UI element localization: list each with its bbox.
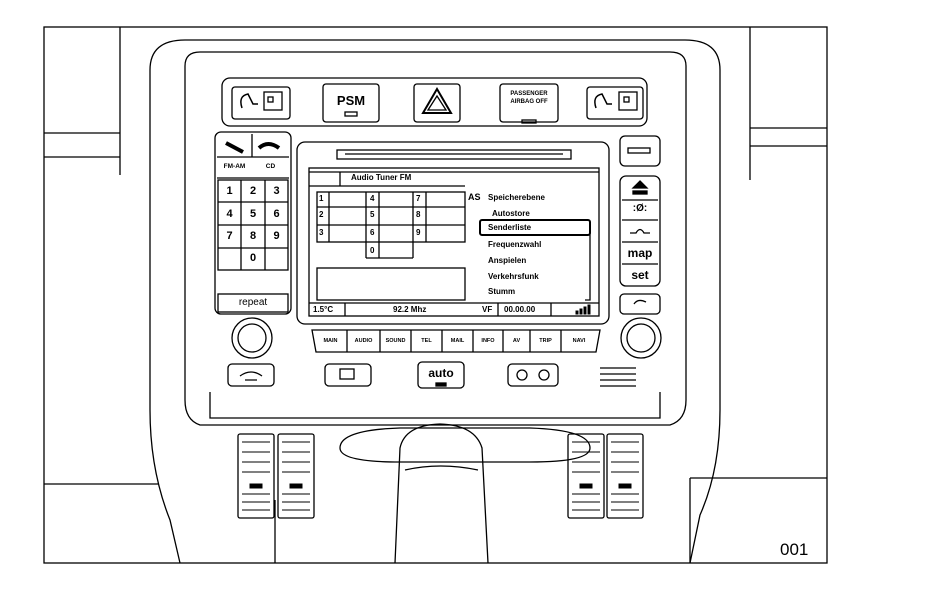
preset-5[interactable]: 5 xyxy=(370,210,375,219)
set-button[interactable]: set xyxy=(631,268,649,282)
air-vent-right-inner[interactable] xyxy=(568,434,604,518)
passenger-airbag-off-indicator: PASSENGER AIRBAG OFF xyxy=(500,91,558,105)
function-key-av[interactable]: AV xyxy=(512,338,521,344)
seat-heater-right-button[interactable] xyxy=(587,87,643,119)
auto-climate-button[interactable]: auto xyxy=(428,366,454,380)
key-6[interactable]: 6 xyxy=(273,208,280,220)
status-time: 00.00.00 xyxy=(504,305,536,314)
seat-heater-left-button[interactable] xyxy=(232,87,290,119)
key-7[interactable]: 7 xyxy=(226,230,233,242)
menu-item-speicherebene[interactable]: Speicherebene xyxy=(488,193,545,202)
menu-item-senderliste[interactable]: Senderliste xyxy=(488,223,532,232)
figure-number: 001 xyxy=(780,540,809,559)
status-vf: VF xyxy=(482,305,493,314)
hazard-button[interactable] xyxy=(414,84,460,122)
as-label: AS xyxy=(468,192,481,202)
preset-3[interactable]: 3 xyxy=(319,228,324,237)
status-frequency: 92.2 Mhz xyxy=(393,305,427,314)
menu-item-frequenzwahl[interactable]: Frequenzwahl xyxy=(488,240,542,249)
function-key-tel[interactable]: TEL xyxy=(421,338,432,344)
preset-2[interactable]: 2 xyxy=(319,210,324,219)
screen-title: Audio Tuner FM xyxy=(351,173,412,182)
defrost-button[interactable] xyxy=(228,364,274,386)
cd-button[interactable]: CD xyxy=(265,163,276,170)
key-3[interactable]: 3 xyxy=(273,185,280,197)
preset-0[interactable]: 0 xyxy=(370,246,375,255)
phone-hangup-button[interactable] xyxy=(253,134,289,156)
function-key-sound[interactable]: SOUND xyxy=(385,338,406,344)
function-key-main[interactable]: MAIN xyxy=(323,338,338,344)
preset-1[interactable]: 1 xyxy=(319,194,324,203)
function-key-info[interactable]: INFO xyxy=(481,338,495,344)
key-0[interactable]: 0 xyxy=(249,252,257,264)
key-8[interactable]: 8 xyxy=(249,230,257,242)
preset-4[interactable]: 4 xyxy=(370,194,375,203)
minus-button[interactable] xyxy=(620,136,660,166)
key-2[interactable]: 2 xyxy=(249,185,257,197)
right-rotary-knob[interactable] xyxy=(621,318,661,358)
preset-9[interactable]: 9 xyxy=(416,228,421,237)
air-vent-left-inner[interactable] xyxy=(278,434,314,518)
repeat-button[interactable]: repeat xyxy=(238,297,268,308)
left-volume-knob[interactable] xyxy=(232,318,272,358)
eject-button[interactable] xyxy=(620,178,660,199)
preset-8[interactable]: 8 xyxy=(416,210,421,219)
airbag-label-line1: PASSENGER xyxy=(510,91,548,97)
menu-item-autostore[interactable]: Autostore xyxy=(492,209,530,218)
back-button[interactable] xyxy=(620,294,660,314)
sound-dot-button[interactable]: :Ø: xyxy=(632,203,648,214)
status-temperature: 1.5°C xyxy=(313,305,334,314)
menu-item-stumm[interactable]: Stumm xyxy=(488,287,516,296)
rear-defrost-button[interactable] xyxy=(325,364,371,386)
vent-grille-right xyxy=(598,366,638,388)
gear-selector[interactable] xyxy=(398,426,486,562)
function-key-trip[interactable]: TRIP xyxy=(539,338,552,344)
recirculation-button[interactable] xyxy=(508,364,558,386)
key-9[interactable]: 9 xyxy=(273,230,280,242)
airbag-label-line2: AIRBAG OFF xyxy=(510,99,548,105)
route-button[interactable] xyxy=(620,221,660,241)
signal-strength-icon xyxy=(574,304,592,314)
key-1[interactable]: 1 xyxy=(226,185,233,197)
key-5[interactable]: 5 xyxy=(249,208,257,220)
function-key-audio[interactable]: AUDIO xyxy=(354,338,373,344)
function-key-mail[interactable]: MAIL xyxy=(450,338,465,344)
preset-6[interactable]: 6 xyxy=(370,228,375,237)
fm-am-button[interactable]: FM-AM xyxy=(223,163,246,170)
psm-button[interactable]: PSM xyxy=(336,93,366,108)
preset-7[interactable]: 7 xyxy=(416,194,421,203)
air-vent-left-outer[interactable] xyxy=(238,434,274,518)
function-key-navi[interactable]: NAVI xyxy=(572,338,586,344)
air-vent-right-outer[interactable] xyxy=(607,434,643,518)
map-button[interactable]: map xyxy=(627,246,653,260)
key-4[interactable]: 4 xyxy=(226,208,233,220)
menu-item-anspielen[interactable]: Anspielen xyxy=(488,256,527,265)
menu-item-verkehrsfunk[interactable]: Verkehrsfunk xyxy=(488,272,539,281)
phone-accept-button[interactable] xyxy=(217,134,251,156)
